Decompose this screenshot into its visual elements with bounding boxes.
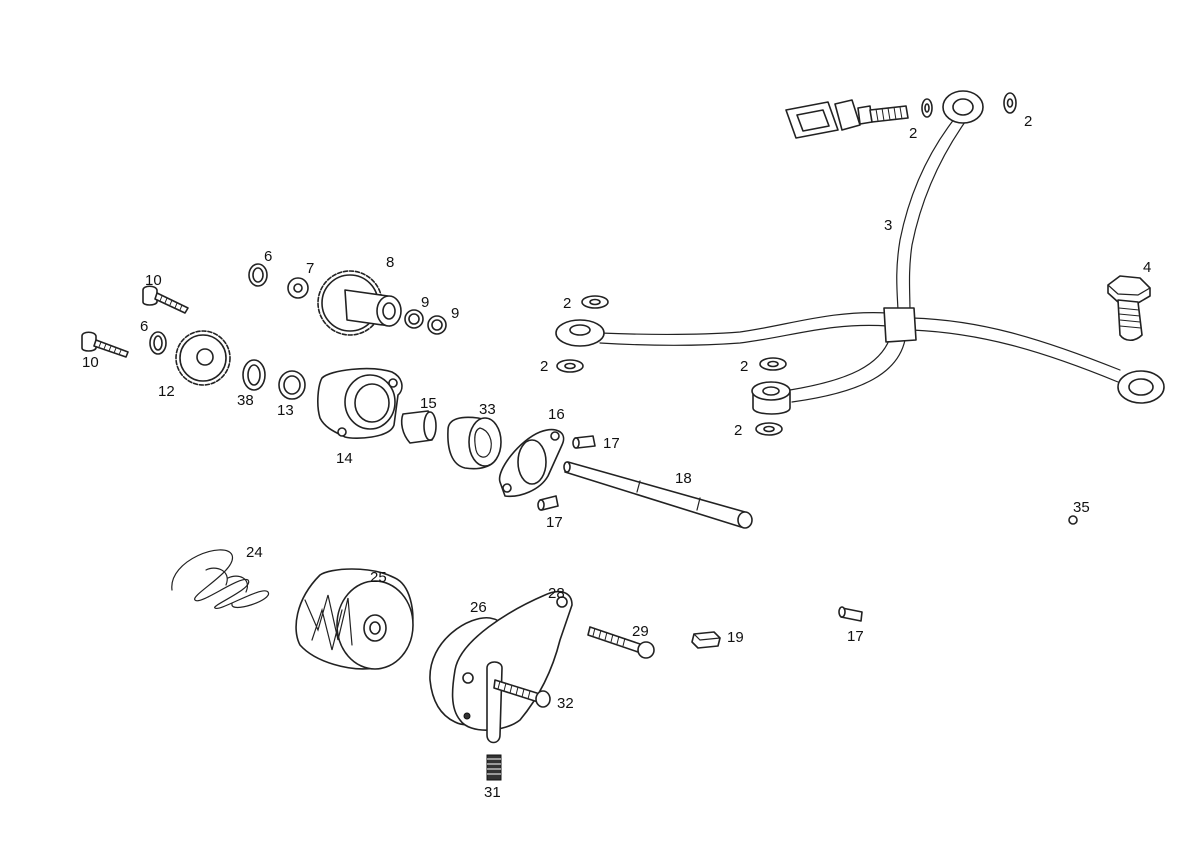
callout-38: 38 <box>237 392 254 409</box>
oil-pipe-3 <box>555 90 1165 415</box>
callout-17-c: 17 <box>847 628 864 645</box>
callout-33: 33 <box>479 401 496 418</box>
callout-9-a: 9 <box>421 294 429 311</box>
callout-2-e: 2 <box>740 358 748 375</box>
plug-19 <box>691 631 721 649</box>
callout-31: 31 <box>484 784 501 801</box>
ring-38 <box>242 359 266 391</box>
callout-labels: 2 2 3 4 2 2 2 2 6 7 8 9 9 10 6 10 12 38 … <box>82 113 1151 801</box>
callout-18: 18 <box>675 470 692 487</box>
shaft-18 <box>563 461 753 529</box>
callout-17-b: 17 <box>546 514 563 531</box>
cover-16 <box>498 428 565 498</box>
callout-6-b: 6 <box>140 318 148 335</box>
pressure-sensor <box>785 99 909 139</box>
callout-14: 14 <box>336 450 353 467</box>
callout-8: 8 <box>386 254 394 271</box>
callout-28: 28 <box>548 585 565 602</box>
oil-filter-25 <box>295 568 414 670</box>
callout-19: 19 <box>727 629 744 646</box>
washers-2 <box>556 92 1017 436</box>
callout-4: 4 <box>1143 259 1151 276</box>
ball-35 <box>1068 515 1078 525</box>
callout-15: 15 <box>420 395 437 412</box>
rotor-15 <box>400 410 437 444</box>
callout-2-b: 2 <box>1024 113 1032 130</box>
callout-2-c: 2 <box>563 295 571 312</box>
circlips-6 <box>149 263 268 355</box>
callout-9-b: 9 <box>451 305 459 322</box>
hex-bolt-4 <box>1107 275 1151 342</box>
callout-24: 24 <box>246 544 263 561</box>
pump-housing-14 <box>317 367 403 440</box>
callout-6-a: 6 <box>264 248 272 265</box>
bearing-13 <box>278 370 306 400</box>
screw-10-lower <box>81 331 129 358</box>
rotor-33 <box>447 416 502 470</box>
pins-17 <box>537 435 863 622</box>
callout-35: 35 <box>1073 499 1090 516</box>
callout-10-a: 10 <box>145 272 162 289</box>
callout-16: 16 <box>548 406 565 423</box>
callout-29: 29 <box>632 623 649 640</box>
callout-32: 32 <box>557 695 574 712</box>
callout-17-a: 17 <box>603 435 620 452</box>
callout-2-d: 2 <box>540 358 548 375</box>
bolt-29 <box>587 626 655 659</box>
washer-7 <box>287 277 309 299</box>
callout-2-a: 2 <box>909 125 917 142</box>
callout-2-f: 2 <box>734 422 742 439</box>
callout-13: 13 <box>277 402 294 419</box>
callout-25: 25 <box>370 569 387 586</box>
callout-26: 26 <box>470 599 487 616</box>
filter-cover-28 <box>451 590 573 744</box>
screw-10-upper <box>142 285 189 314</box>
bolt-32 <box>493 679 551 708</box>
callout-10-b: 10 <box>82 354 99 371</box>
callout-7: 7 <box>306 260 314 277</box>
spring-31 <box>486 754 502 781</box>
gear-8 <box>317 270 402 336</box>
callout-12: 12 <box>158 383 175 400</box>
spring-24 <box>171 549 269 609</box>
bushings-9 <box>404 309 447 335</box>
callout-3: 3 <box>884 217 892 234</box>
gear-12 <box>175 330 231 386</box>
